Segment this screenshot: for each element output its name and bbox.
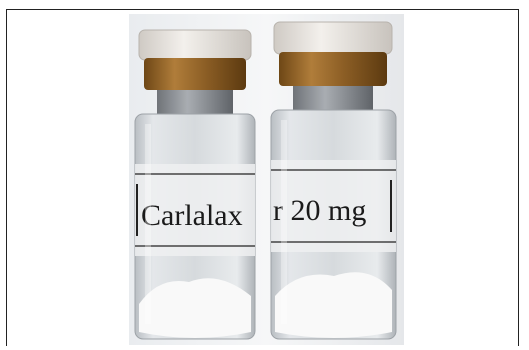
vial-photo: Carlalax r 20 mg <box>129 14 404 345</box>
left-vial-label-band <box>135 164 255 256</box>
left-vial-cap-top <box>138 29 252 61</box>
left-vial: Carlalax <box>134 29 256 340</box>
left-vial-powder <box>139 278 251 338</box>
left-vial-crimp <box>144 58 246 90</box>
right-vial-cap-top <box>273 21 393 55</box>
right-vial-crimp <box>279 52 387 86</box>
right-vial-label-band <box>271 160 396 252</box>
right-vial-powder <box>275 272 392 338</box>
right-vial-label: r 20 mg <box>273 194 366 227</box>
right-vial: r 20 mg <box>270 21 397 340</box>
left-vial-label: Carlalax <box>141 199 243 232</box>
